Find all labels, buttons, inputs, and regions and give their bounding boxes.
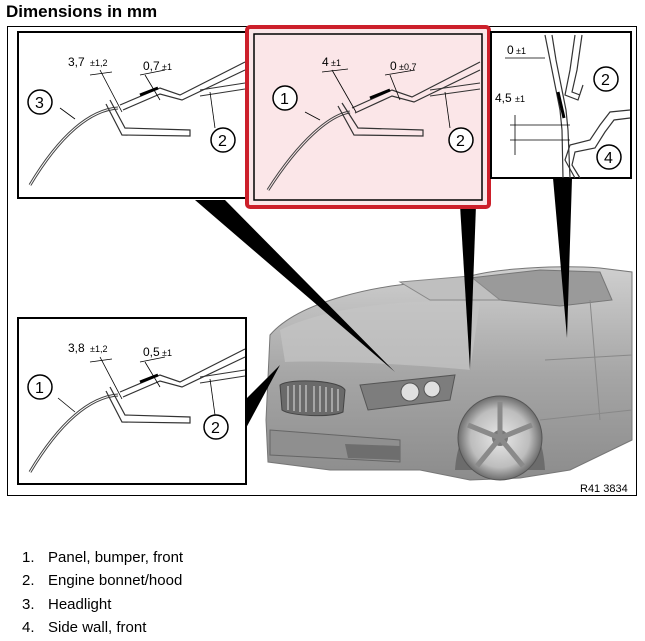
detail-d-dim2-tol: ±1	[162, 348, 172, 358]
figure-reference: R41 3834	[580, 483, 628, 495]
car-illustration	[265, 266, 633, 481]
detail-c-dim2-tol: ±1	[515, 94, 525, 104]
detail-d-dim2-value: 0,5	[143, 345, 160, 359]
callout-1: 1	[280, 91, 289, 108]
pointer-wedges	[195, 178, 572, 430]
detail-a-dim1-tol: ±1,2	[90, 58, 107, 68]
callout-3: 3	[35, 95, 44, 112]
detail-a-dim2-tol: ±1	[162, 62, 172, 72]
detail-b-highlighted: 4 ±1 0 ±0,7 1 2	[245, 25, 491, 209]
legend-list: 1. Panel, bumper, front 2. Engine bonnet/h…	[22, 546, 183, 639]
legend-label: Side wall, front	[48, 618, 147, 636]
detail-d: 3,8 ±1,2 0,5 ±1 1 2	[17, 317, 247, 485]
legend-label: Panel, bumper, front	[48, 549, 184, 566]
detail-a-dim1-value: 3,7	[68, 55, 85, 69]
detail-b-dim1-value: 4	[322, 55, 329, 69]
callout-2: 2	[456, 133, 465, 150]
detail-a: 3,7 ±1,2 0,7 ±1 3 2	[17, 31, 247, 199]
legend-item: 4. Side wall, front	[22, 616, 183, 639]
legend-number: 4.	[22, 618, 35, 636]
detail-c: 0 ±1 4,5 ±1 2 4	[490, 31, 632, 179]
detail-c-dim2-value: 4,5	[495, 91, 512, 105]
detail-c-dim1-tol: ±1	[516, 46, 526, 56]
legend-number: 1.	[22, 549, 35, 566]
detail-d-dim1-tol: ±1,2	[90, 344, 107, 354]
callout-1: 1	[35, 380, 44, 397]
callout-2: 2	[218, 133, 227, 150]
legend-number: 2.	[22, 572, 35, 590]
legend-label: Engine bonnet/hood	[48, 572, 183, 590]
callout-2: 2	[211, 420, 220, 437]
legend-number: 3.	[22, 595, 35, 613]
legend-item: 1. Panel, bumper, front	[22, 546, 183, 569]
legend-item: 2. Engine bonnet/hood	[22, 569, 183, 592]
detail-b-dim1-tol: ±1	[331, 58, 341, 68]
legend-item: 3. Headlight	[22, 593, 183, 616]
callout-4: 4	[604, 150, 613, 167]
legend-label: Headlight	[48, 595, 112, 613]
detail-b-dim2-value: 0	[390, 59, 397, 73]
detail-a-dim2-value: 0,7	[143, 59, 160, 73]
detail-c-dim1-value: 0	[507, 43, 514, 57]
page-title: Dimensions in mm	[6, 2, 158, 21]
callout-2: 2	[601, 72, 610, 89]
detail-d-dim1-value: 3,8	[68, 341, 85, 355]
detail-b-dim2-tol: ±0,7	[399, 62, 416, 72]
